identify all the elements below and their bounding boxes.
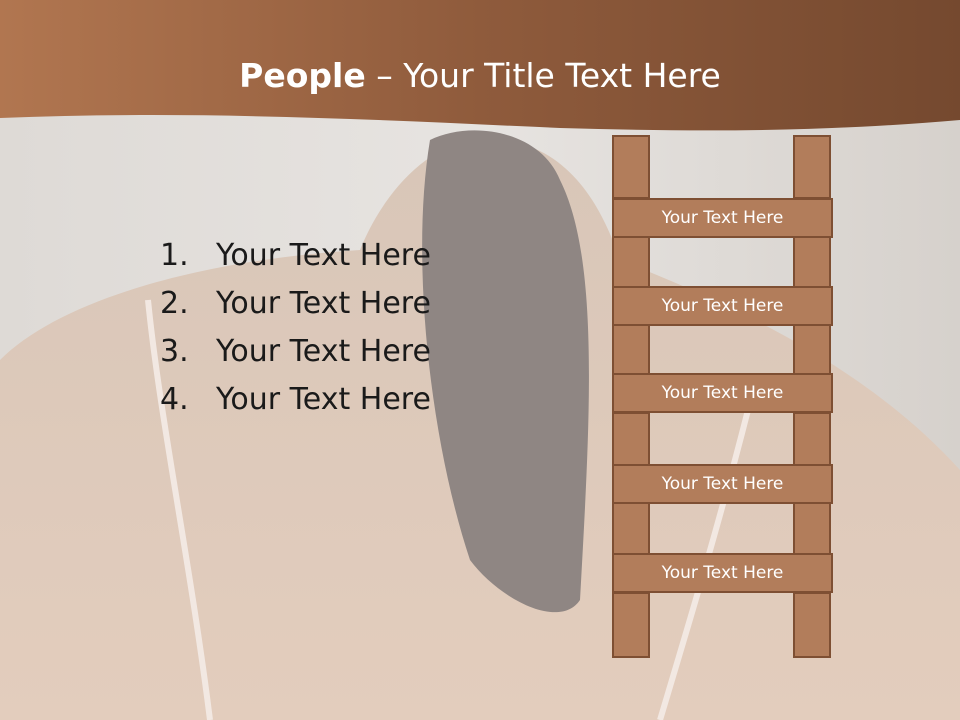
ladder-step: Your Text Here	[612, 373, 833, 413]
list-item: 2. Your Text Here	[160, 280, 431, 328]
list-item: 3. Your Text Here	[160, 328, 431, 376]
title-bold: People	[239, 56, 366, 95]
list-number: 4.	[160, 382, 189, 417]
ladder-rail-left	[612, 412, 650, 466]
list-text: Your Text Here	[216, 286, 431, 321]
ladder-rail-left	[612, 236, 650, 288]
ladder-rail-right	[793, 135, 831, 199]
ladder-step: Your Text Here	[612, 464, 833, 504]
title-banner	[0, 0, 960, 131]
list-text: Your Text Here	[216, 334, 431, 369]
list-item: 1. Your Text Here	[160, 232, 431, 280]
ladder-rail-left	[612, 592, 650, 658]
ladder-rail-right	[793, 236, 831, 288]
ladder-rail-right	[793, 412, 831, 466]
ladder-rail-left	[612, 502, 650, 556]
ladder-rail-left	[612, 324, 650, 376]
list-number: 1.	[160, 238, 189, 273]
list-text: Your Text Here	[216, 382, 431, 417]
ladder-rail-right	[793, 592, 831, 658]
numbered-list: 1. Your Text Here 2. Your Text Here 3. Your…	[160, 232, 431, 424]
ladder-step: Your Text Here	[612, 286, 833, 326]
ladder-step: Your Text Here	[612, 198, 833, 238]
ladder-rail-right	[793, 324, 831, 376]
list-number: 2.	[160, 286, 189, 321]
list-text: Your Text Here	[216, 238, 431, 273]
list-number: 3.	[160, 334, 189, 369]
ladder-step: Your Text Here	[612, 553, 833, 593]
title-text: – Your Title Text Here	[365, 56, 721, 95]
list-item: 4. Your Text Here	[160, 376, 431, 424]
ladder-rail-left	[612, 135, 650, 199]
slide-title: People – Your Title Text Here	[0, 56, 960, 96]
ladder-rail-right	[793, 502, 831, 556]
